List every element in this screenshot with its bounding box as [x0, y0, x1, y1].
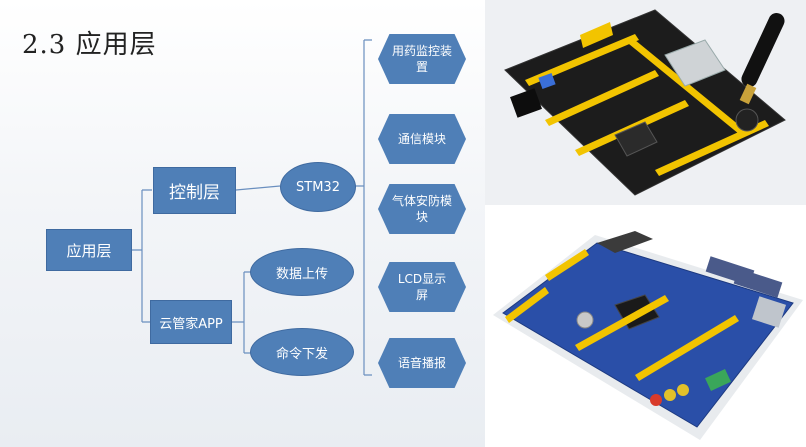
module-label: 气体安防模块: [392, 194, 453, 224]
root-node: 应用层: [46, 229, 132, 271]
module-gas-security: 气体安防模块: [378, 184, 466, 234]
command-issue-label: 命令下发: [275, 346, 328, 362]
cloud-app-label: 云管家APP: [159, 316, 223, 332]
data-upload-label: 数据上传: [275, 266, 328, 282]
module-label: LCD显示屏: [397, 272, 447, 302]
module-label: 通信模块: [397, 132, 446, 146]
bracket-stm32: [354, 39, 372, 376]
stm32-node: STM32: [280, 162, 356, 212]
module-medication-monitor: 用药监控装置: [378, 34, 466, 84]
page-title: 2.3 应用层: [22, 30, 157, 60]
bracket-root: [132, 189, 152, 323]
root-node-label: 应用层: [66, 241, 112, 260]
blue-stm32-dev-board-image: [485, 205, 806, 447]
module-label: 用药监控装置: [392, 44, 453, 74]
module-communication: 通信模块: [378, 114, 466, 164]
line-control-stm32: [235, 185, 281, 191]
module-lcd-display: LCD显示屏: [378, 262, 466, 312]
control-layer-label: 控制层: [169, 183, 220, 203]
stm32-label: STM32: [296, 179, 340, 195]
cloud-app-node: 云管家APP: [150, 300, 232, 344]
command-issue-node: 命令下发: [250, 328, 354, 376]
control-layer-node: 控制层: [153, 167, 236, 214]
module-label: 语音播报: [397, 356, 446, 370]
data-upload-node: 数据上传: [250, 248, 354, 296]
black-gsm-dev-board-image: [485, 0, 806, 205]
module-voice-broadcast: 语音播报: [378, 338, 466, 388]
bracket-cloud: [232, 271, 252, 354]
